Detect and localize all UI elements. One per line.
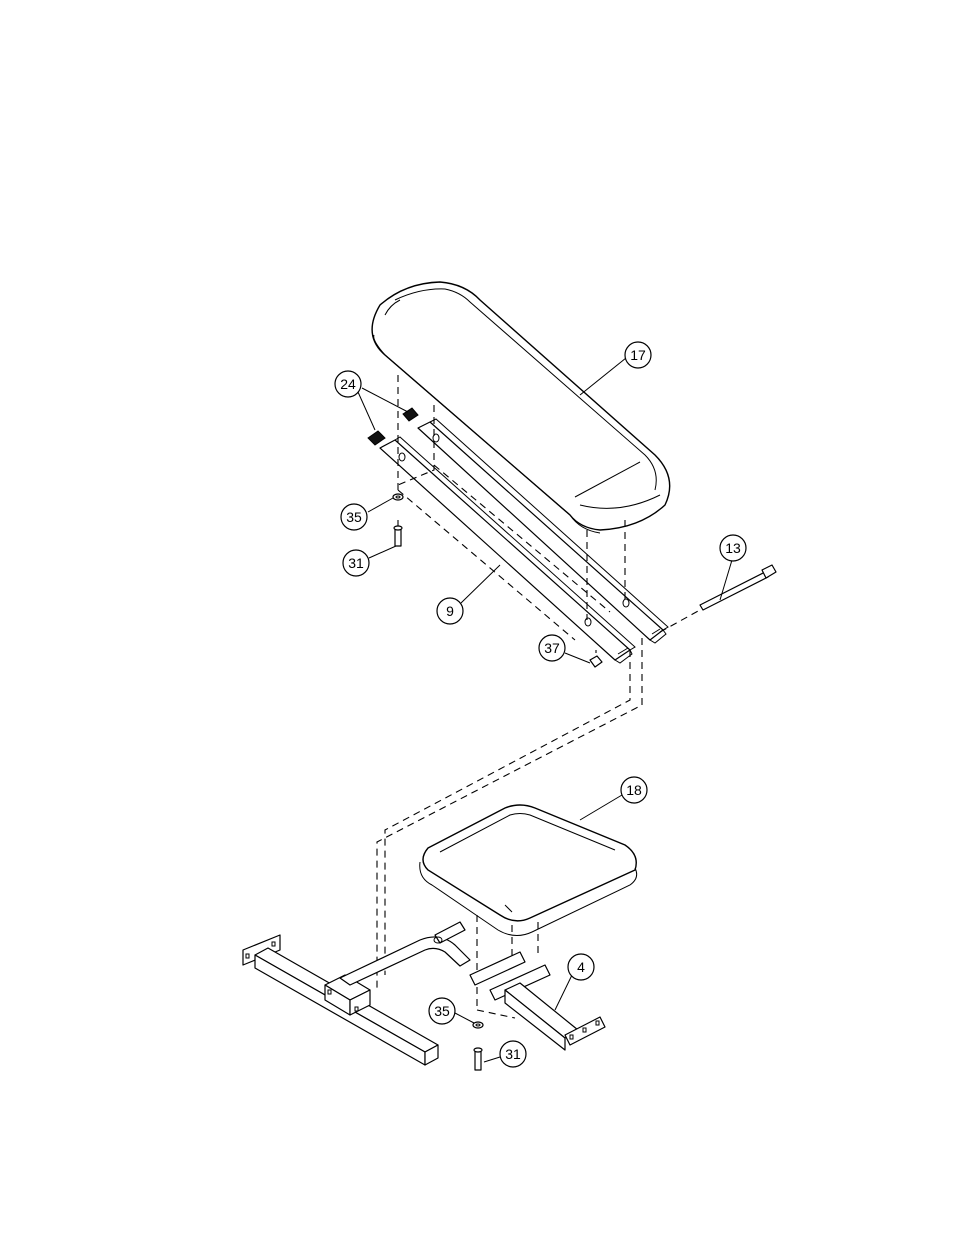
callout-31-bottom: 31	[500, 1041, 526, 1067]
washer-35-bottom	[473, 1022, 483, 1028]
callout-13: 13	[720, 535, 746, 561]
pin-31-bottom	[474, 1048, 482, 1070]
callout-4-label: 4	[577, 959, 585, 975]
callout-9-label: 9	[446, 603, 454, 619]
end-cap-24-left	[368, 431, 385, 445]
callout-37-label: 37	[544, 640, 560, 656]
end-cap-24-right	[403, 408, 418, 421]
callout-18-label: 18	[626, 782, 642, 798]
callout-35-bottom: 35	[429, 998, 455, 1024]
washer-35-top	[393, 494, 403, 500]
callout-37: 37	[539, 635, 565, 661]
callout-35-bottom-label: 35	[434, 1003, 450, 1019]
callout-35-top: 35	[341, 504, 367, 530]
seat-pad	[420, 805, 637, 936]
callout-4: 4	[568, 954, 594, 980]
callout-13-label: 13	[725, 540, 741, 556]
callout-18: 18	[621, 777, 647, 803]
callout-9: 9	[437, 598, 463, 624]
callout-17: 17	[625, 342, 651, 368]
callout-17-label: 17	[630, 347, 646, 363]
callout-24-label: 24	[340, 376, 356, 392]
callout-31-top: 31	[343, 550, 369, 576]
bolt-13	[700, 565, 776, 610]
callout-31-top-label: 31	[348, 555, 364, 571]
pin-31-top	[394, 526, 402, 546]
callout-35-top-label: 35	[346, 509, 362, 525]
main-frame	[243, 922, 605, 1065]
callout-31-bottom-label: 31	[505, 1046, 521, 1062]
nut-37	[590, 656, 602, 667]
callout-24: 24	[335, 371, 361, 397]
